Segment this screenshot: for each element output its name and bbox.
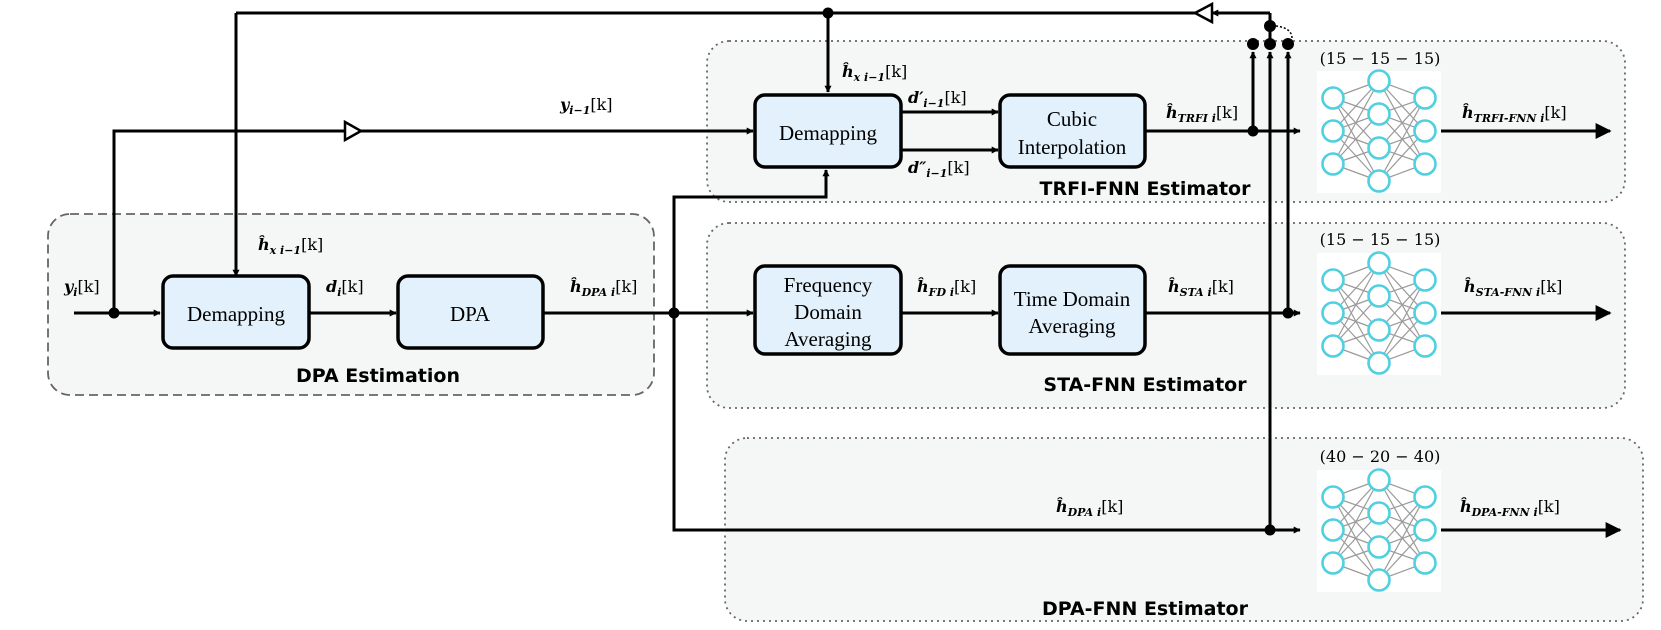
junction-dot [822, 7, 834, 19]
dpa-fnn-network [1317, 468, 1441, 592]
sta-fnn-title: STA-FNN Estimator [1043, 374, 1247, 396]
dpa-block [396, 274, 545, 350]
neuron-node [1413, 119, 1437, 143]
cubic-label-line2: Interpolation [1018, 135, 1127, 159]
neuron-node [1367, 318, 1391, 342]
trfi-fnn-network [1317, 69, 1441, 193]
dpa-fnn-title: DPA-FNN Estimator [1042, 598, 1249, 620]
dpa-label: DPA [450, 302, 491, 326]
neuron-node [1367, 136, 1391, 160]
network-connection [1332, 479, 1380, 564]
dpa-fnn-topology: (40 − 20 − 40) [1320, 447, 1441, 466]
signal-wires [74, 9, 1622, 538]
label-h-dpa-mid: ĥDPA i[k] [570, 276, 637, 299]
neuron-node [1367, 251, 1391, 275]
label-d-i: di[k] [326, 277, 364, 299]
neuron-node [1321, 551, 1345, 575]
neuron-node [1413, 551, 1437, 575]
neuron-node [1413, 268, 1437, 292]
label-h-dpa-bottom: ĥDPA i[k] [1056, 496, 1123, 519]
wire-dpa-to-top-demapping [672, 169, 830, 313]
signal-labels: yi[k] yi−1[k] di[k] ĥx i−1[k] ĥx i−1[k] … [63, 61, 1567, 519]
label-h-dpa-fnn: ĥDPA-FNN i[k] [1460, 496, 1560, 519]
neuron-node [1367, 169, 1391, 193]
junction-dot [1247, 125, 1259, 137]
neuron-node [1321, 485, 1345, 509]
neuron-node [1413, 485, 1437, 509]
neuron-node [1367, 351, 1391, 375]
network-connection [1332, 80, 1380, 165]
freq-label-line1: Frequency [784, 273, 873, 297]
selector-switch [1247, 20, 1294, 50]
label-d-prime: d′i−1[k] [908, 88, 967, 110]
label-h-fd: ĥFD i[k] [917, 276, 976, 299]
label-h-x-top: ĥx i−1[k] [842, 61, 907, 84]
neuron-node [1321, 268, 1345, 292]
neuron-node [1413, 86, 1437, 110]
junction-dots [108, 7, 1294, 536]
demapping-top-block [753, 93, 903, 169]
neuron-node [1321, 518, 1345, 542]
demapping-left-block [161, 274, 311, 350]
switch-contact-trfi [1247, 38, 1259, 50]
neuron-node [1321, 119, 1345, 143]
network-connection [1378, 496, 1426, 581]
cubic-label-line1: Cubic [1047, 107, 1097, 131]
junction-dot [1264, 524, 1276, 536]
time-domain-averaging-block [998, 264, 1147, 356]
junction-dot [108, 307, 120, 319]
dpa-estimation-title: DPA Estimation [296, 365, 460, 387]
neuron-node [1367, 501, 1391, 525]
freq-label-line3: Averaging [784, 327, 872, 351]
demapping-left-label: Demapping [187, 302, 285, 326]
neuron-node [1413, 518, 1437, 542]
time-label-line2: Averaging [1028, 314, 1116, 338]
switch-contact-dpa [1264, 38, 1276, 50]
network-connection [1378, 279, 1426, 364]
label-h-trfi: ĥTRFI i[k] [1166, 102, 1238, 125]
network-connection [1332, 262, 1380, 347]
cubic-interpolation-block [998, 93, 1147, 169]
label-y-i: yi[k] [63, 277, 100, 299]
neuron-node [1413, 301, 1437, 325]
wire-dpa-to-dpa-fnn [672, 313, 1301, 534]
junction-dot [1282, 307, 1294, 319]
neuron-node [1321, 301, 1345, 325]
neuron-node [1413, 152, 1437, 176]
sta-fnn-topology: (15 − 15 − 15) [1320, 230, 1441, 249]
wire-yi-minus-1-to-demapping [112, 129, 345, 313]
label-h-sta: ĥSTA i[k] [1168, 276, 1234, 299]
neuron-node [1367, 535, 1391, 559]
neuron-node [1367, 69, 1391, 93]
switch-contact-sta [1282, 38, 1294, 50]
time-label-line1: Time Domain [1014, 287, 1131, 311]
label-h-sta-fnn: ĥSTA-FNN i[k] [1464, 276, 1562, 299]
frequency-domain-averaging-block [753, 264, 903, 356]
neuron-node [1367, 568, 1391, 592]
neuron-node [1321, 86, 1345, 110]
label-y-i-minus-1: yi−1[k] [559, 95, 613, 117]
neuron-node [1367, 468, 1391, 492]
freq-label-line2: Domain [794, 300, 862, 324]
neuron-node [1321, 152, 1345, 176]
neuron-node [1413, 334, 1437, 358]
label-h-trfi-fnn: ĥTRFI-FNN i[k] [1462, 102, 1567, 125]
switch-dotted-arc [1275, 25, 1293, 41]
delay-triangle-feedback [1192, 1, 1214, 25]
demapping-top-label: Demapping [779, 121, 877, 145]
trfi-fnn-title: TRFI-FNN Estimator [1040, 178, 1252, 200]
neuron-node [1367, 284, 1391, 308]
junction-dot [668, 307, 680, 319]
network-connection [1378, 97, 1426, 182]
trfi-fnn-topology: (15 − 15 − 15) [1320, 49, 1441, 68]
label-d-double-prime: d″i−1[k] [908, 158, 970, 180]
label-h-x-left: ĥx i−1[k] [258, 234, 323, 257]
neuron-node [1367, 102, 1391, 126]
sta-fnn-network [1317, 251, 1441, 375]
switch-pivot [1264, 20, 1276, 32]
delay-triangle-y [343, 119, 364, 143]
neuron-node [1321, 334, 1345, 358]
